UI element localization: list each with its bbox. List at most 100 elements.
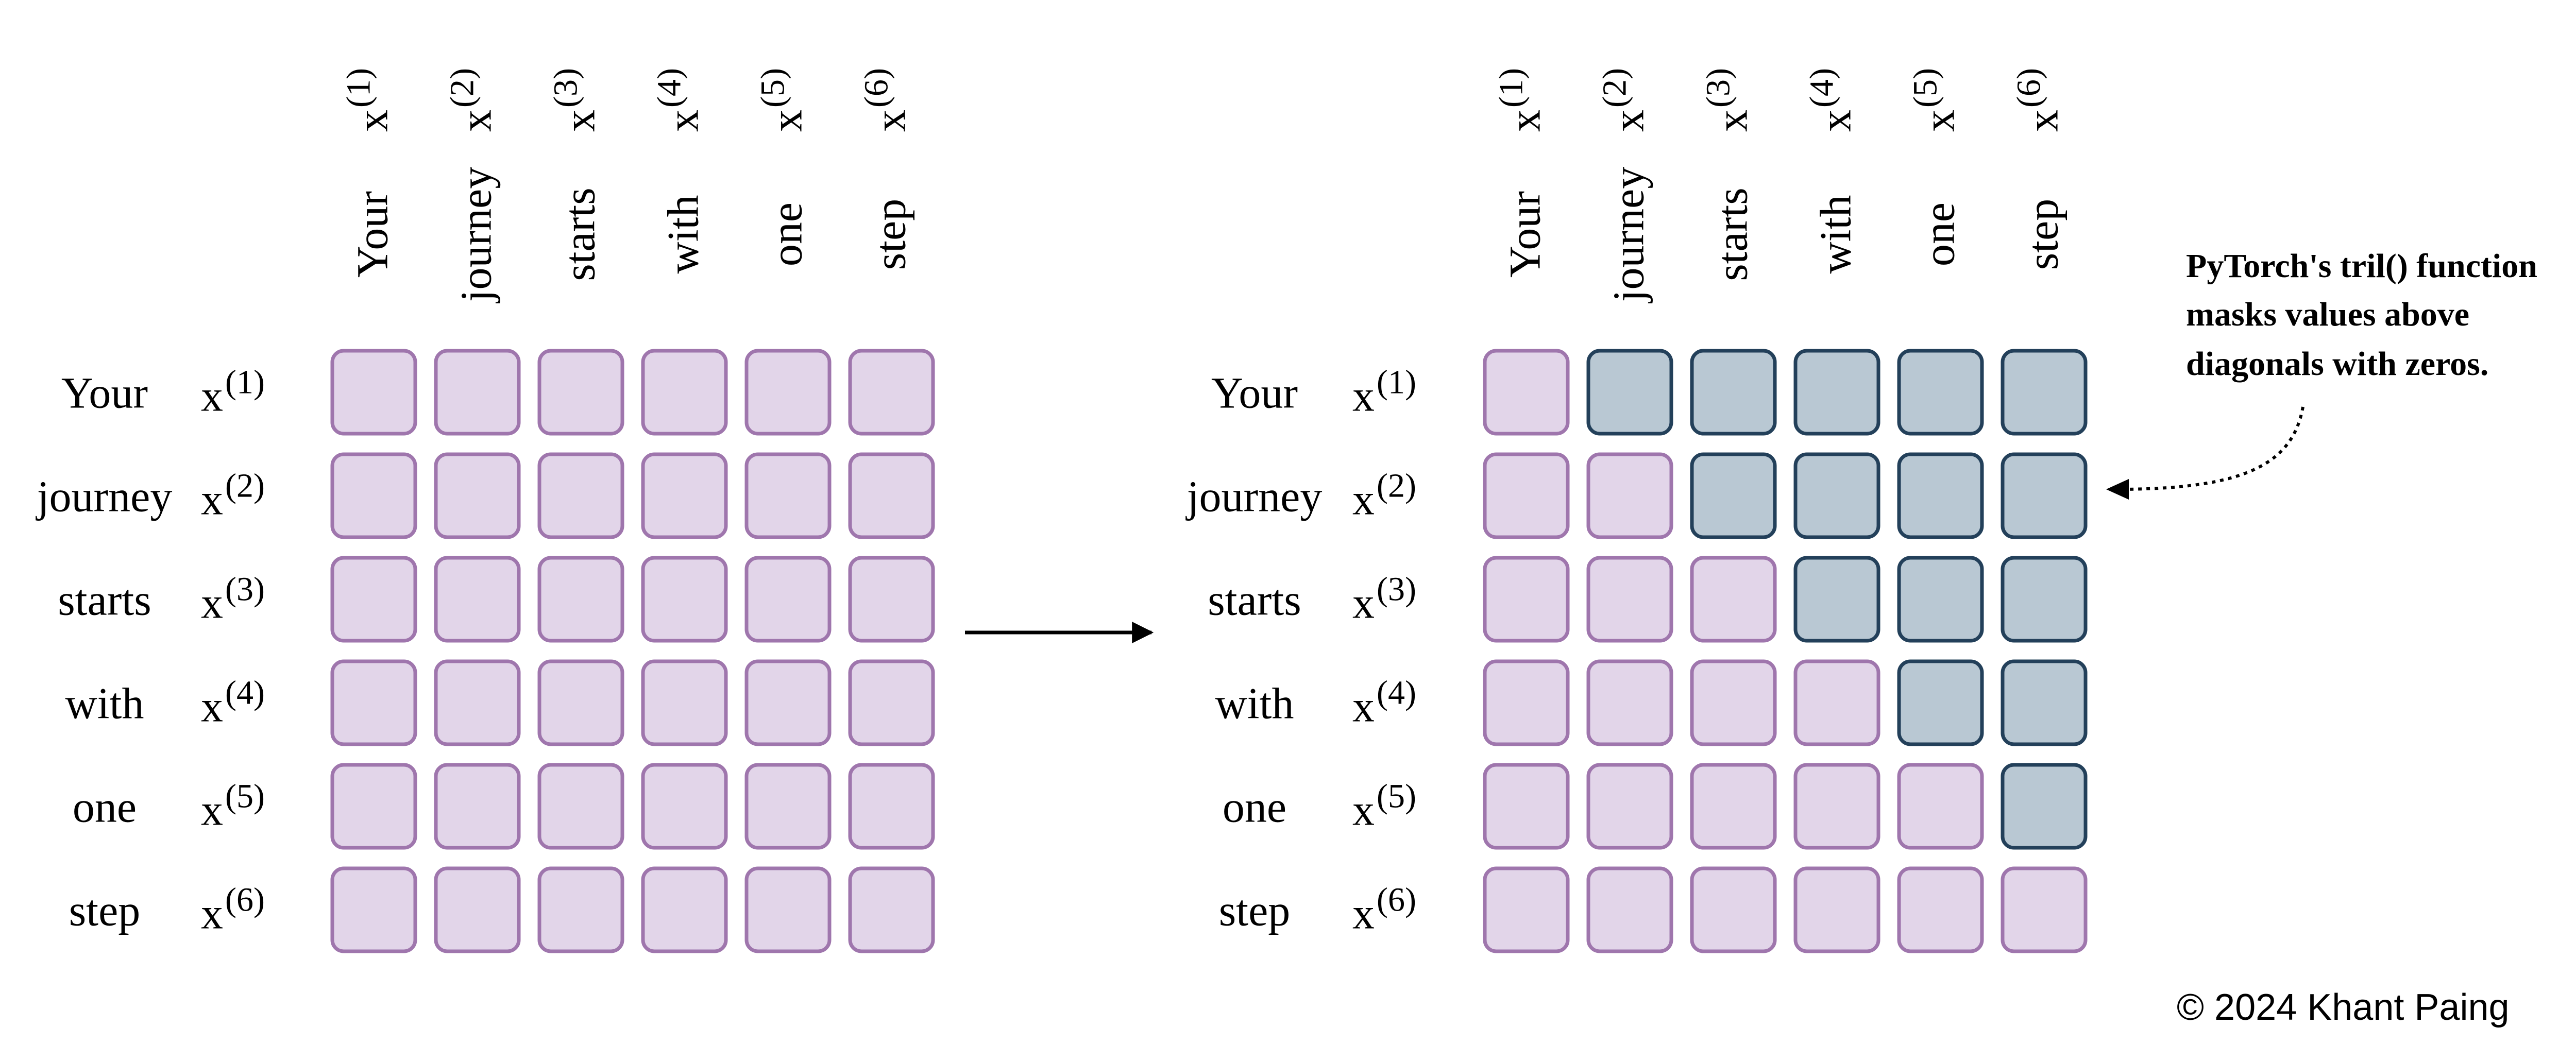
right-row-vector-3: x(3) [1352, 571, 1416, 628]
right-row-token-1: Your [1211, 368, 1298, 418]
right-row-token-6: step [1219, 886, 1291, 935]
left-cell-r1-c4 [641, 349, 728, 436]
right-cell-r1-c2-masked [1586, 349, 1673, 436]
right-row-token-4: with [1215, 679, 1294, 728]
right-cell-r3-c4-masked [1793, 556, 1880, 643]
right-cell-r3-c3 [1690, 556, 1777, 643]
annotation-line-2: masks values above [2186, 296, 2469, 333]
left-row-token-4: with [65, 679, 144, 728]
right-cell-r4-c4 [1793, 659, 1880, 746]
left-cell-r6-c2 [434, 866, 521, 953]
left-col-vector-3: x(3) [547, 68, 604, 132]
left-cell-r3-c3 [537, 556, 624, 643]
right-cell-r3-c2 [1586, 556, 1673, 643]
right-col-token-6: step [2018, 199, 2067, 270]
left-cell-r4-c2 [434, 659, 521, 746]
left-cell-r1-c1 [330, 349, 417, 436]
left-cell-r2-c6 [848, 452, 935, 539]
left-cell-r2-c4 [641, 452, 728, 539]
right-row-token-2: journey [1185, 472, 1323, 521]
right-cell-r1-c4-masked [1793, 349, 1880, 436]
right-cell-r6-c4 [1793, 866, 1880, 953]
copyright-text: © 2024 Khant Paing [2177, 987, 2510, 1028]
right-cell-r5-c1 [1483, 763, 1570, 850]
right-cell-r1-c6-masked [2001, 349, 2088, 436]
right-cell-r4-c3 [1690, 659, 1777, 746]
right-row-vector-6: x(6) [1352, 881, 1416, 938]
right-row-vector-5: x(5) [1352, 778, 1416, 835]
annotation-pointer-arrow [2117, 406, 2304, 491]
right-cell-r6-c3 [1690, 866, 1777, 953]
left-cell-r2-c2 [434, 452, 521, 539]
left-cell-r6-c6 [848, 866, 935, 953]
right-cell-r3-c5-masked [1897, 556, 1984, 643]
left-cell-r1-c2 [434, 349, 521, 436]
left-cell-r3-c4 [641, 556, 728, 643]
right-cell-r1-c3-masked [1690, 349, 1777, 436]
left-cell-r3-c2 [434, 556, 521, 643]
left-row-token-2: journey [36, 472, 173, 521]
right-cell-r1-c1 [1483, 349, 1570, 436]
right-cell-r4-c1 [1483, 659, 1570, 746]
left-cell-r6-c4 [641, 866, 728, 953]
left-cell-r5-c4 [641, 763, 728, 850]
right-cell-r4-c5-masked [1897, 659, 1984, 746]
right-row-vector-2: x(2) [1352, 467, 1416, 524]
left-row-vector-1: x(1) [201, 364, 265, 421]
annotation-arrowhead [2106, 479, 2129, 500]
left-cell-r3-c6 [848, 556, 935, 643]
right-col-vector-4: x(4) [1803, 68, 1860, 132]
right-row-token-3: starts [1208, 575, 1301, 625]
left-cell-r5-c2 [434, 763, 521, 850]
right-cell-r2-c4-masked [1793, 452, 1880, 539]
left-col-token-4: with [658, 195, 708, 274]
left-col-vector-4: x(4) [651, 68, 708, 132]
right-col-vector-3: x(3) [1700, 68, 1757, 132]
right-cell-r4-c6-masked [2001, 659, 2088, 746]
left-cell-r4-c1 [330, 659, 417, 746]
left-cell-r2-c5 [744, 452, 832, 539]
left-cell-r4-c4 [641, 659, 728, 746]
right-cell-r3-c1 [1483, 556, 1570, 643]
left-cell-r5-c3 [537, 763, 624, 850]
left-row-token-3: starts [58, 575, 151, 625]
left-row-token-6: step [69, 886, 141, 935]
left-col-vector-2: x(2) [444, 68, 501, 132]
right-col-token-2: journey [1604, 167, 1653, 304]
left-col-vector-6: x(6) [858, 68, 915, 132]
left-cell-r1-c5 [744, 349, 832, 436]
left-cell-r4-c3 [537, 659, 624, 746]
right-cell-r2-c2 [1586, 452, 1673, 539]
left-cell-r1-c6 [848, 349, 935, 436]
left-col-token-6: step [866, 199, 915, 270]
left-row-token-1: Your [61, 368, 148, 418]
right-cell-r4-c2 [1586, 659, 1673, 746]
left-cell-r6-c3 [537, 866, 624, 953]
right-col-token-4: with [1811, 195, 1860, 274]
right-cell-r2-c6-masked [2001, 452, 2088, 539]
left-row-vector-6: x(6) [201, 881, 265, 938]
left-col-token-2: journey [451, 167, 501, 304]
left-col-token-3: starts [555, 187, 604, 281]
left-col-token-1: Your [348, 191, 397, 278]
right-row-vector-1: x(1) [1352, 364, 1416, 421]
left-cell-r5-c5 [744, 763, 832, 850]
right-cell-r6-c6 [2001, 866, 2088, 953]
right-col-token-1: Your [1500, 191, 1550, 278]
left-cell-r4-c5 [744, 659, 832, 746]
left-col-token-5: one [762, 202, 811, 266]
left-cell-r3-c5 [744, 556, 832, 643]
left-col-vector-5: x(5) [754, 68, 811, 132]
right-cell-r5-c6-masked [2001, 763, 2088, 850]
right-cell-r2-c5-masked [1897, 452, 1984, 539]
left-col-vector-1: x(1) [340, 68, 397, 132]
right-col-vector-2: x(2) [1596, 68, 1653, 132]
right-cell-r3-c6-masked [2001, 556, 2088, 643]
left-cell-r2-c3 [537, 452, 624, 539]
left-cell-r4-c6 [848, 659, 935, 746]
left-cell-r2-c1 [330, 452, 417, 539]
right-col-vector-6: x(6) [2010, 68, 2067, 132]
